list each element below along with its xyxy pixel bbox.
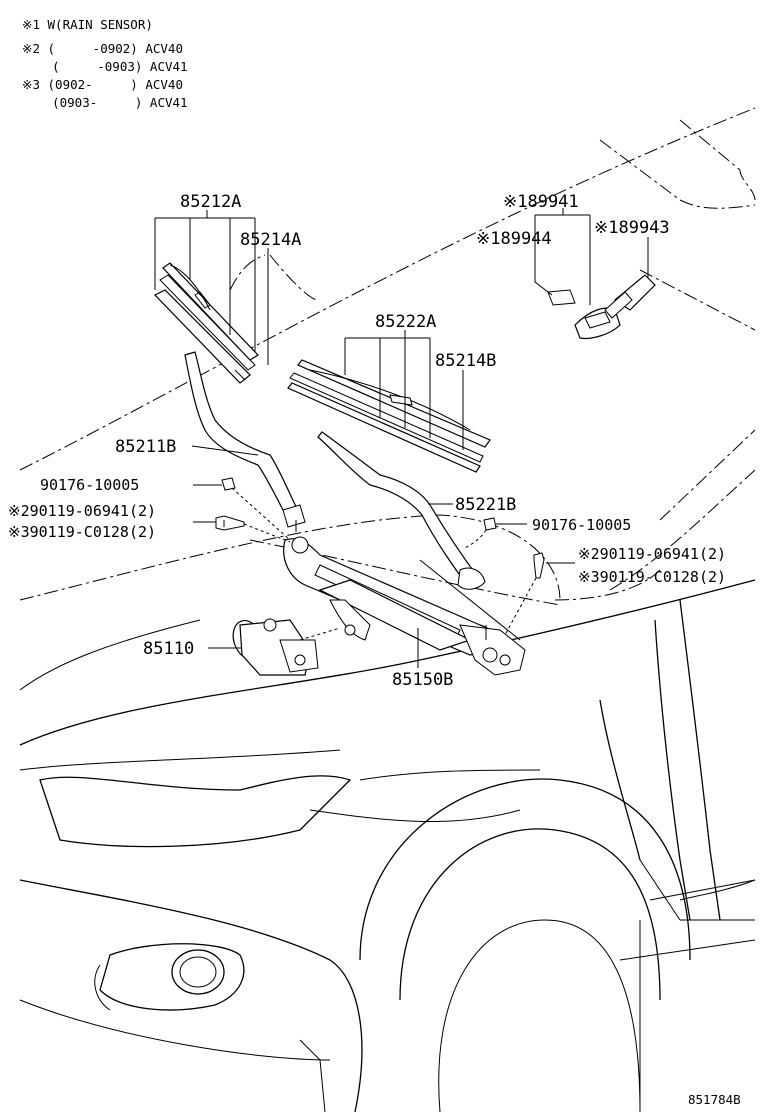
label-bolt-right-90176: 90176-10005 — [532, 516, 631, 534]
right-wiper-arm — [317, 431, 486, 590]
rain-sensor-parts — [547, 274, 656, 340]
label-85222A: 85222A — [375, 312, 436, 332]
nut-right — [483, 517, 497, 531]
label-89941: ※189941 — [503, 192, 579, 212]
right-wiper-blade — [287, 359, 491, 473]
wiper-linkage — [283, 520, 526, 676]
note-rain-sensor: ※1 W(RAIN SENSOR) — [22, 17, 153, 32]
bolt-left — [215, 515, 245, 531]
label-85110: 85110 — [143, 639, 194, 659]
wiper-motor — [232, 618, 319, 676]
label-bolt-left-06941: ※290119-06941(2) — [8, 502, 156, 520]
note-acv40-late: ※3 (0902- ) ACV40 — [22, 77, 183, 92]
label-bolt-right-C0128: ※390119-C0128(2) — [578, 568, 726, 586]
bolt-right — [533, 552, 545, 579]
leader-lines — [154, 208, 649, 668]
label-89943: ※189943 — [594, 218, 670, 238]
fasteners — [215, 477, 545, 579]
vehicle-outline — [19, 107, 756, 606]
label-85214A: 85214A — [240, 230, 301, 250]
left-wiper-blade — [154, 262, 259, 384]
left-wiper-arm — [184, 351, 306, 528]
label-bolt-left-C0128: ※390119-C0128(2) — [8, 523, 156, 541]
label-85221B: 85221B — [455, 495, 516, 515]
label-85212A: 85212A — [180, 192, 241, 212]
nut-left — [221, 477, 236, 491]
note-acv41-late: (0903- ) ACV41 — [22, 95, 188, 110]
label-bolt-right-06941: ※290119-06941(2) — [578, 545, 726, 563]
label-85211B: 85211B — [115, 437, 176, 457]
label-bolt-left-90176: 90176-10005 — [40, 476, 139, 494]
note-acv41-early: ( -0903) ACV41 — [22, 59, 188, 74]
note-acv40-early: ※2 ( -0902) ACV40 — [22, 41, 183, 56]
label-85150B: 85150B — [392, 670, 453, 690]
label-89944: ※189944 — [476, 229, 552, 249]
figure-id: 851784B — [688, 1092, 741, 1107]
label-85214B: 85214B — [435, 351, 496, 371]
part-labels: 85212A 85214A 85222A 85214B 85211B 85221… — [8, 192, 741, 1107]
car-body — [19, 559, 756, 1112]
